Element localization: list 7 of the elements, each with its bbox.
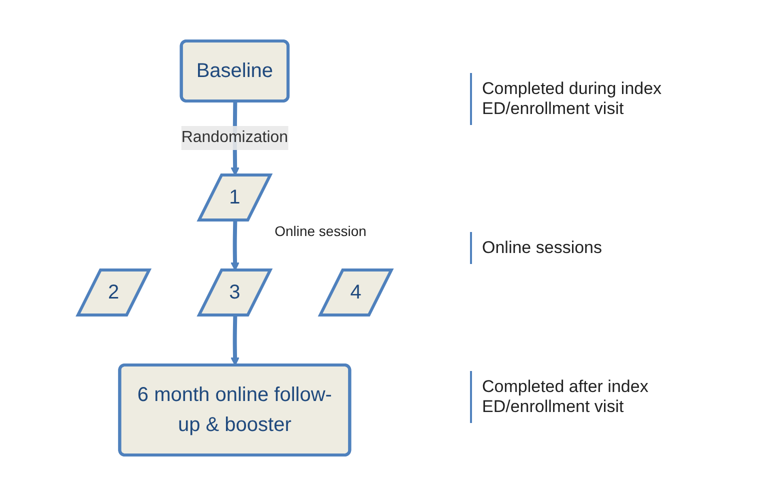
arrow [230,315,240,366]
arrow [230,220,240,271]
note-text: Completed during index ED/enrollment visit [470,73,770,126]
note-text: Completed after index ED/enrollment visit [470,370,770,423]
note-text: Online sessions [470,232,770,264]
caption-text: Online session [274,223,366,239]
edge-label: Randomization [182,129,288,146]
